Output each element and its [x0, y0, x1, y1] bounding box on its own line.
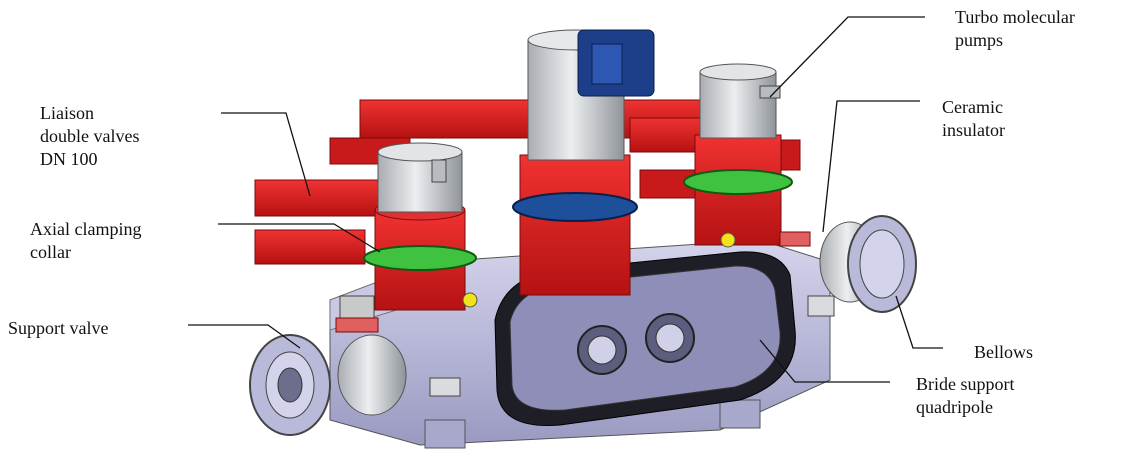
right-turbo-pump: [683, 63, 793, 246]
leader-turbo: [769, 16, 925, 98]
center-blue-collar: [512, 192, 638, 222]
yellow-marker: [720, 232, 736, 248]
label-ceramic-insulator: Ceramic insulator: [942, 97, 1005, 140]
left-support-valve: [249, 295, 461, 436]
leader-bride: [759, 339, 890, 383]
left-turbo-pump: [363, 142, 477, 311]
right-clamping-collar: [683, 169, 793, 195]
leader-axial: [218, 223, 381, 253]
leader-ceramic: [822, 100, 920, 233]
label-bellows: Bellows: [974, 342, 1034, 362]
label-axial-clamping-collar: Axial clamping collar: [30, 219, 142, 262]
label-bride-support-quadripole: Bride support quadripole: [916, 374, 1015, 417]
label-support-valve: Support valve: [8, 318, 109, 338]
right-bellows-assembly: [779, 215, 917, 317]
center-turbo-pump: [512, 29, 655, 296]
leader-support-valve: [188, 324, 301, 349]
leader-liaison: [221, 112, 311, 197]
label-liaison-double-valves: Liaison double valves DN 100: [40, 103, 140, 169]
yellow-marker: [462, 292, 478, 308]
leader-bellows: [895, 295, 943, 349]
label-turbo-molecular-pumps: Turbo molecular pumps: [955, 7, 1075, 50]
left-clamping-collar: [363, 245, 477, 271]
leader-lines: [188, 16, 943, 383]
